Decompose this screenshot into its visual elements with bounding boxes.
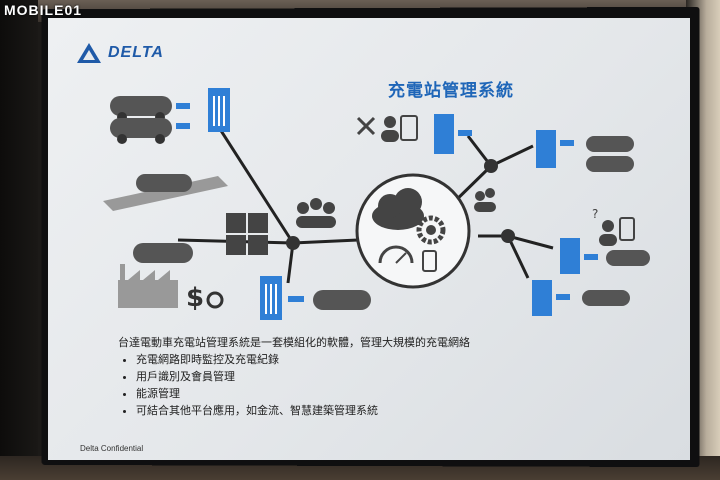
network-diagram: $ ? [103, 88, 650, 320]
plug-icon [584, 254, 598, 260]
car-group-top-left [110, 88, 230, 144]
tablet-icon [619, 217, 635, 241]
plug-icon [176, 103, 190, 109]
delta-logo: DELTA [76, 42, 164, 64]
plug-icon [288, 296, 304, 302]
svg-text:$: $ [186, 283, 204, 313]
left-wall [0, 0, 38, 480]
list-item: 能源管理 [136, 385, 470, 402]
money-icon: $ [186, 283, 224, 313]
cloud-icon [372, 188, 424, 230]
charger-icon [560, 238, 580, 274]
list-item: 充電網路即時監控及充電紀錄 [136, 351, 470, 368]
group-icon [296, 198, 336, 228]
car-icon [313, 290, 371, 310]
question-icon: ? [592, 207, 598, 221]
description-block: 台達電動車充電站管理系統是一套模組化的軟體，管理大規模的充電網絡 充電網路即時監… [118, 334, 470, 419]
plug-icon [458, 130, 472, 136]
person-icon [599, 220, 617, 246]
car-icon [110, 96, 172, 116]
charger-icon [434, 114, 454, 154]
hub-node-top [484, 159, 498, 173]
brand-name: DELTA [108, 44, 164, 61]
car-icon [582, 290, 630, 306]
slide-screen: DELTA 充電站管理系統 [48, 18, 690, 460]
site-watermark: MOBILE01 [4, 2, 83, 18]
charger-icon [536, 130, 556, 168]
hub-node-left [286, 236, 300, 250]
charger-group-bottom [260, 276, 371, 320]
list-item: 可結合其他平台應用，如金流、智慧建築管理系統 [136, 402, 470, 419]
car-icon [133, 243, 193, 263]
car-icon [606, 250, 650, 266]
list-item: 用戶識別及會員管理 [136, 368, 470, 385]
tablet-icon [422, 250, 437, 272]
footer-confidential: Delta Confidential [80, 444, 144, 453]
tools-icon [356, 116, 376, 136]
description-text: 台達電動車充電站管理系統是一套模組化的軟體，管理大規模的充電網絡 [118, 336, 470, 349]
plug-icon [560, 140, 574, 146]
puzzle-icon [226, 213, 268, 255]
plug-icon [176, 123, 190, 129]
slide-title: 充電站管理系統 [388, 81, 514, 101]
gear-icon [416, 215, 446, 245]
factory-icon [118, 264, 178, 308]
gauge-icon [378, 245, 414, 264]
road [103, 176, 228, 211]
charger-icon [532, 280, 552, 316]
car-icon [136, 174, 192, 192]
feature-list: 充電網路即時監控及充電紀錄 用戶識別及會員管理 能源管理 可結合其他平台應用，如… [118, 351, 470, 419]
car-icon [586, 156, 634, 172]
delta-logo-icon [77, 43, 101, 63]
car-icon [110, 118, 172, 138]
hub-node-right [501, 229, 515, 243]
car-icon [586, 136, 634, 152]
group-icon [474, 188, 496, 212]
tablet-icon [400, 115, 418, 141]
person-icon [381, 116, 399, 142]
plug-icon [556, 294, 570, 300]
